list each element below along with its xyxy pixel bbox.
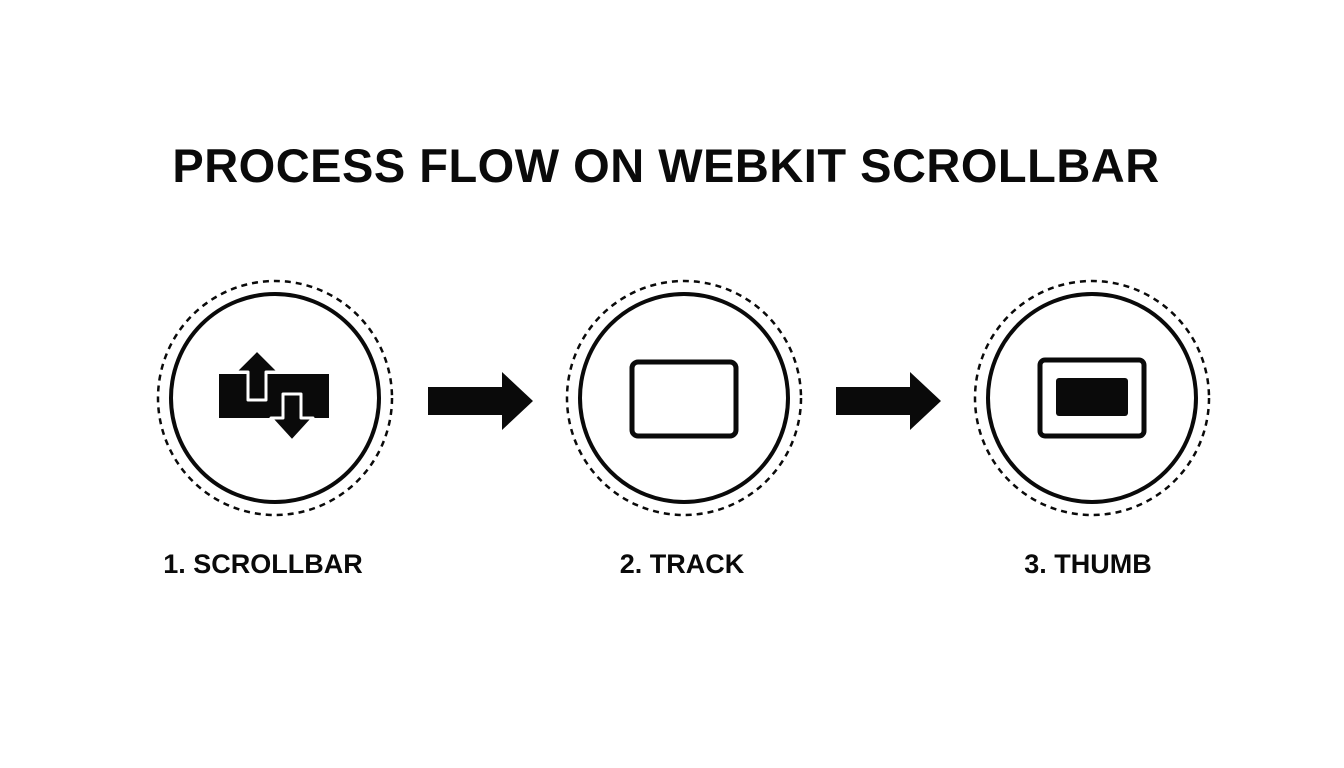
step-3-label: 3. THUMB — [1024, 549, 1152, 579]
step-2-circle — [564, 278, 804, 518]
step-3-circle — [972, 278, 1212, 518]
flow-arrow-1 — [426, 370, 536, 432]
step-1-circle — [155, 278, 395, 518]
scroll-arrows-icon — [156, 279, 394, 517]
flow-arrow-2 — [834, 370, 944, 432]
step-2-label: 2. TRACK — [619, 549, 745, 579]
diagram-title: PROCESS FLOW ON WEBKIT SCROLLBAR — [172, 139, 1160, 192]
step-1-label: 1. SCROLLBAR — [163, 549, 363, 579]
right-arrow-icon — [428, 372, 533, 430]
track-rectangle-icon — [565, 279, 803, 517]
thumb-rectangle-icon — [973, 279, 1211, 517]
right-arrow-icon — [836, 372, 941, 430]
